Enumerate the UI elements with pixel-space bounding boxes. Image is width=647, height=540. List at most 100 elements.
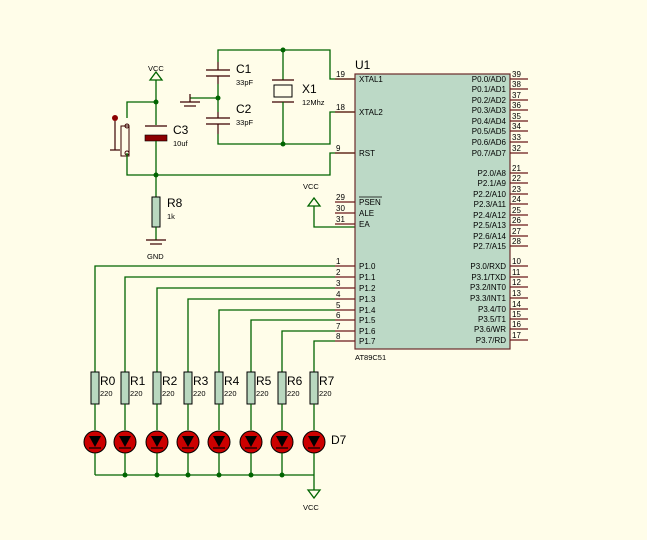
- pin-name: P0.3/AD3: [472, 106, 507, 115]
- led-triangle: [245, 436, 257, 447]
- pin-name: P0.5/AD5: [472, 127, 507, 136]
- resistor-R5: [246, 371, 256, 405]
- vcc-arrow-ea: [306, 196, 322, 207]
- pin-name: P0.4/AD4: [472, 117, 507, 126]
- pin-number: 35: [512, 112, 521, 121]
- wire-p1-1: [124, 276, 335, 372]
- pin-number: 15: [512, 310, 521, 319]
- wire-ea: [313, 206, 355, 228]
- resistor-ref: R7: [319, 374, 335, 388]
- resistor-R4: [214, 371, 224, 405]
- resistor-value: 220: [256, 389, 269, 398]
- chip-pins: 19XTAL118XTAL29RST29PSEN30ALE31EA1P1.02P…: [335, 70, 528, 346]
- c3-ref: C3: [173, 123, 189, 137]
- pin-name: P3.6/WR: [474, 325, 506, 334]
- pin-number: 34: [512, 122, 521, 131]
- pin-name: P1.1: [359, 273, 376, 282]
- wire-p1-6: [281, 330, 335, 372]
- chip-part: AT89C51: [355, 353, 386, 362]
- pin-number: 1: [336, 257, 341, 266]
- vcc-arrow-bottom: [306, 489, 322, 500]
- r8-body: [151, 196, 161, 228]
- pin-number: 19: [336, 70, 345, 79]
- pin-number: 7: [336, 322, 341, 331]
- pin-name: P0.2/AD2: [472, 96, 507, 105]
- pin-name: P2.2/A10: [473, 190, 506, 199]
- r8-value: 1k: [167, 212, 175, 221]
- pin-name: P3.3/INT1: [470, 294, 507, 303]
- resistor-value: 220: [319, 389, 332, 398]
- pin-number: 24: [512, 195, 521, 204]
- pin-name: XTAL1: [359, 75, 383, 84]
- c1-value: 33pF: [236, 78, 254, 87]
- pin-number: 37: [512, 91, 521, 100]
- vcc-arrow-top: [148, 70, 164, 81]
- led-triangle: [151, 436, 163, 447]
- wire-p1-4: [218, 309, 335, 372]
- pin-number: 13: [512, 289, 521, 298]
- pin-name: P3.5/T1: [478, 315, 507, 324]
- pin-number: 39: [512, 70, 521, 79]
- resistor-ref: R1: [130, 374, 146, 388]
- pin-number: 30: [336, 204, 345, 213]
- wire-p1-0: [94, 265, 335, 372]
- pin-name: PSEN: [359, 198, 381, 207]
- resistor-value: 220: [100, 389, 113, 398]
- pin-number: 10: [512, 257, 521, 266]
- chip-body: [354, 73, 511, 350]
- wire-rst: [156, 152, 355, 176]
- wire-xtal1: [217, 49, 355, 80]
- resistor-value: 220: [130, 389, 143, 398]
- vcc-label-top: VCC: [148, 64, 164, 73]
- pin-number: 29: [336, 193, 345, 202]
- pin-name: P2.0/A8: [478, 169, 507, 178]
- d7-label: D7: [331, 433, 347, 447]
- pin-name: P3.2/INT0: [470, 283, 507, 292]
- pin-name: XTAL2: [359, 108, 383, 117]
- button-contact: [124, 123, 130, 129]
- pin-name: P2.7/A15: [473, 242, 506, 251]
- led-triangle: [89, 436, 101, 447]
- x1-ref: X1: [302, 82, 317, 96]
- pin-number: 31: [336, 215, 345, 224]
- pin-name: P2.3/A11: [474, 200, 507, 209]
- pin-name: P2.4/A12: [473, 211, 506, 220]
- wire-p1-2: [156, 287, 335, 372]
- pin-name: P1.6: [359, 327, 376, 336]
- pin-number: 9: [336, 144, 341, 153]
- x1-value: 12Mhz: [302, 98, 325, 107]
- led-triangle: [276, 436, 288, 447]
- pin-name: P0.6/AD6: [472, 138, 507, 147]
- ea-circuit: [306, 196, 355, 228]
- gnd-label: GND: [147, 252, 164, 261]
- pin-name: P0.7/AD7: [472, 149, 507, 158]
- resistor-value: 220: [287, 389, 300, 398]
- pin-name: P0.1/AD1: [472, 85, 507, 94]
- wire-button-bottom: [126, 153, 156, 176]
- pin-number: 36: [512, 101, 521, 110]
- resistor-ref: R3: [193, 374, 209, 388]
- pin-number: 16: [512, 320, 521, 329]
- c2-value: 33pF: [236, 118, 254, 127]
- pin-number: 21: [512, 164, 521, 173]
- resistor-value: 220: [162, 389, 175, 398]
- pin-name: P1.3: [359, 295, 376, 304]
- pin-name: P3.1/TXD: [471, 273, 506, 282]
- pin-name: P1.7: [359, 337, 376, 346]
- led-triangle: [308, 436, 320, 447]
- wire-p1-7: [313, 340, 335, 372]
- x1-body: [273, 84, 293, 98]
- pin-number: 17: [512, 331, 521, 340]
- pin-name: P3.0/RXD: [470, 262, 506, 271]
- resistor-R0: [90, 371, 100, 405]
- led-triangle: [119, 436, 131, 447]
- pin-number: 23: [512, 185, 521, 194]
- pin-number: 26: [512, 216, 521, 225]
- pin-number: 8: [336, 332, 341, 341]
- pin-name: P2.6/A14: [473, 232, 506, 241]
- pin-number: 33: [512, 133, 521, 142]
- pin-number: 2: [336, 268, 341, 277]
- c3-plate-neg: [144, 134, 168, 142]
